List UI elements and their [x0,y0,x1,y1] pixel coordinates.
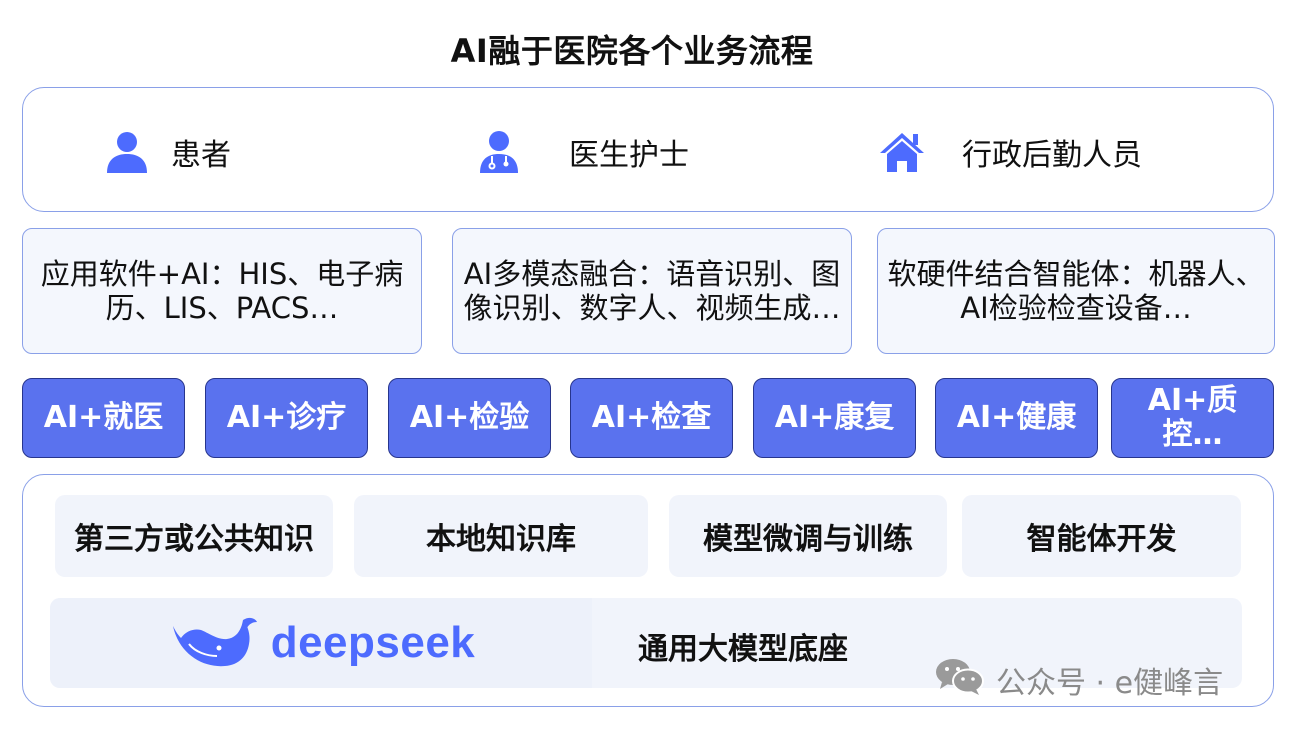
role-patient: 患者 [103,128,231,176]
app-text: AI多模态融合：语音识别、图像识别、数字人、视频生成… [463,257,841,325]
app-text: 软硬件结合智能体：机器人、AI检验检查设备… [887,257,1265,325]
capability-chip: 第三方或公共知识 [55,495,333,577]
model-base-bar: deepseek 通用大模型底座 [50,598,1242,688]
role-label: 行政后勤人员 [962,138,1142,173]
home-icon [878,128,926,176]
role-label: 患者 [171,138,231,173]
capability-chip: 模型微调与训练 [669,495,947,577]
whale-icon [167,612,259,674]
scenario-pill: AI+康复 [753,378,916,458]
app-text: 应用软件+AI：HIS、电子病历、LIS、PACS… [40,257,404,325]
deepseek-wordmark: deepseek [270,618,476,667]
app-box-hardware-agent: 软硬件结合智能体：机器人、AI检验检查设备… [877,228,1275,354]
roles-panel: 患者 医生护士 行政后勤人员 [22,87,1274,212]
wechat-icon [934,656,986,704]
diagram-title: AI融于医院各个业务流程 [450,32,814,70]
role-doctor-nurse: 医生护士 [475,128,689,176]
role-admin-staff: 行政后勤人员 [878,128,1142,176]
app-box-multimodal: AI多模态融合：语音识别、图像识别、数字人、视频生成… [452,228,852,354]
deepseek-logo: deepseek [50,598,592,688]
app-box-software: 应用软件+AI：HIS、电子病历、LIS、PACS… [22,228,422,354]
capability-chip: 本地知识库 [354,495,648,577]
scenario-pill: AI+就医 [22,378,185,458]
doctor-icon [475,128,523,176]
watermark-text: 公众号 · e健峰言 [996,666,1224,701]
scenario-pill: AI+检验 [388,378,551,458]
scenario-pill: AI+诊疗 [205,378,368,458]
user-icon [103,128,151,176]
scenario-pill: AI+质控… [1111,378,1274,458]
scenario-pill: AI+健康 [935,378,1098,458]
capability-chip: 智能体开发 [962,495,1241,577]
watermark: 公众号 · e健峰言 [934,659,1224,701]
scenario-pill: AI+检查 [570,378,733,458]
role-label: 医生护士 [569,138,689,173]
model-base-label: 通用大模型底座 [638,632,848,667]
